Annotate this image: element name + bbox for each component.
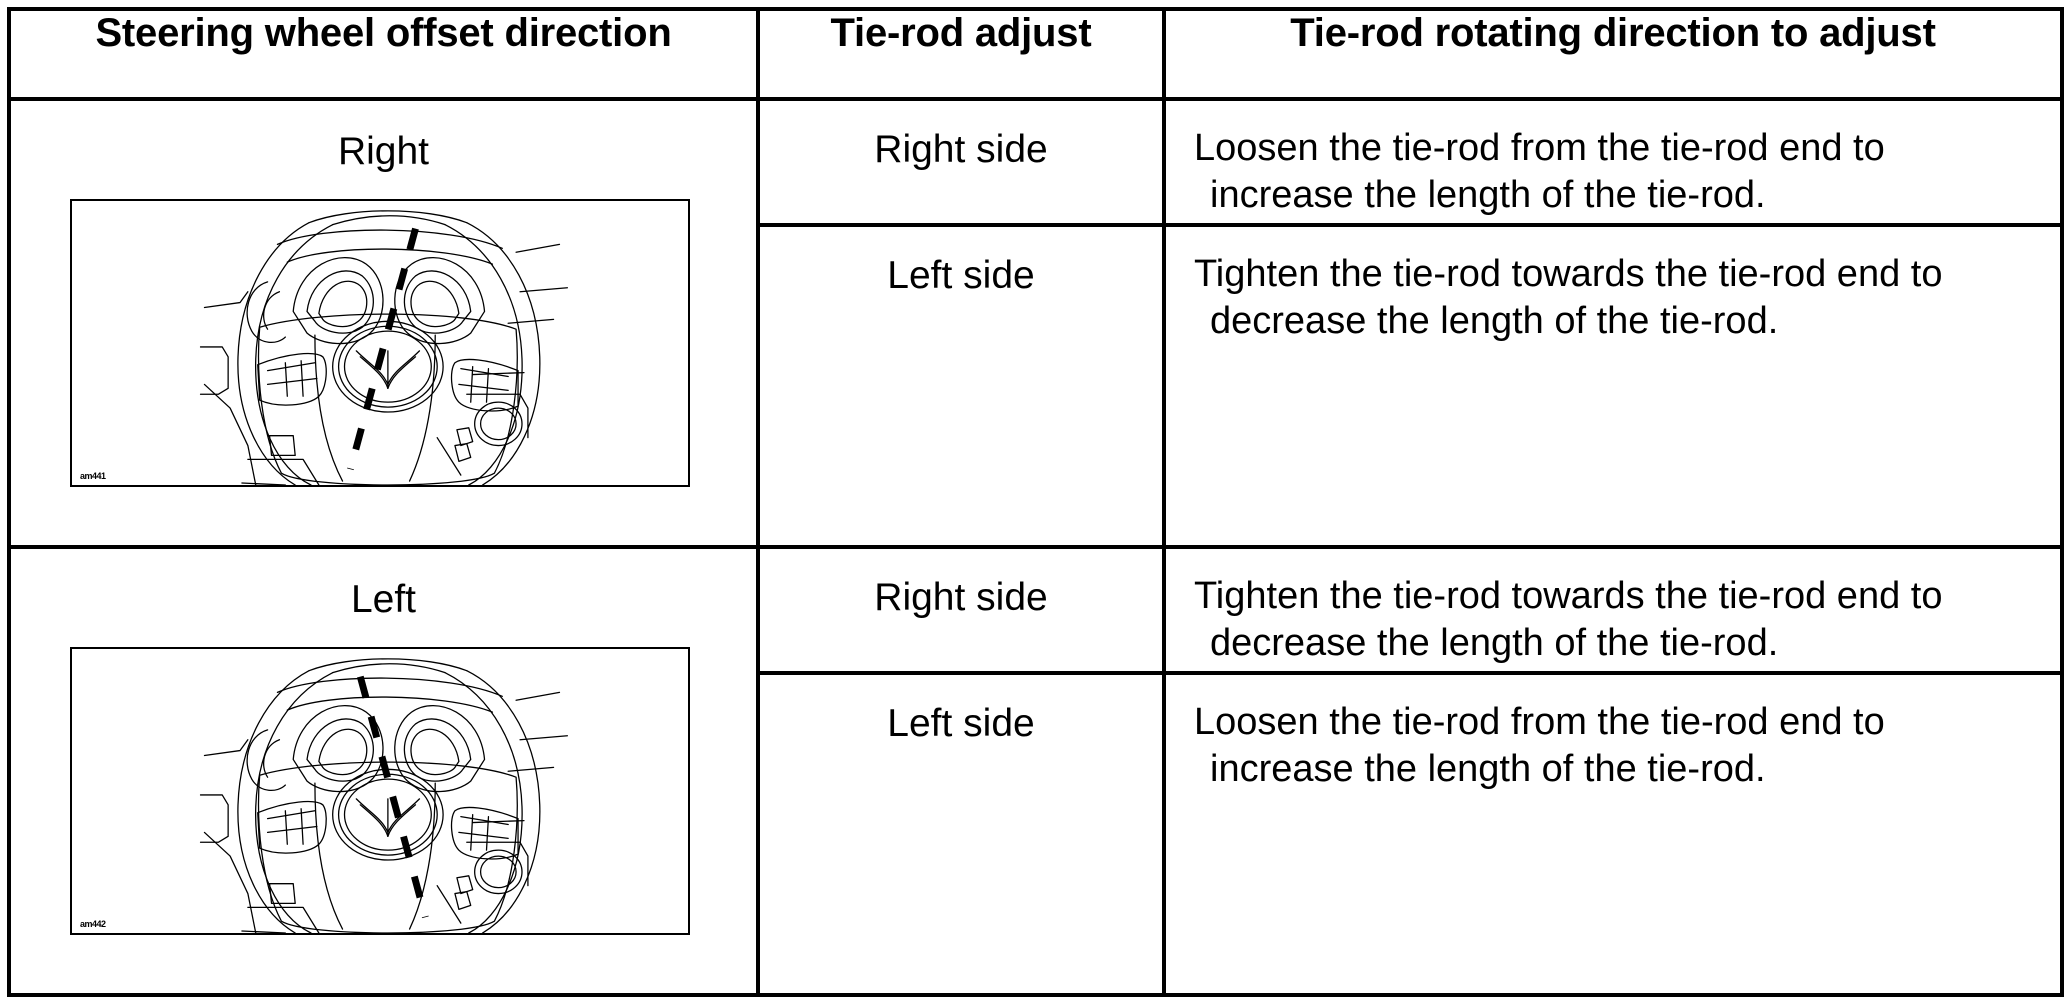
- tie-rod-rotating-description: Tighten the tie-rod towards the tie-rod …: [1166, 573, 2060, 667]
- description-line-2: decrease the length of the tie-rod.: [1210, 622, 1779, 665]
- tie-rod-rotating-description: Loosen the tie-rod from the tie-rod end …: [1166, 125, 2060, 219]
- steering-wheel-drawing-icon: [199, 658, 569, 933]
- steering-wheel-drawing-icon: [199, 210, 569, 485]
- tie-rod-side-cell: Right side: [756, 545, 1166, 675]
- offset-direction-cell-left: Left: [7, 545, 760, 997]
- tie-rod-rotating-description: Tighten the tie-rod towards the tie-rod …: [1166, 251, 2060, 345]
- description-line-2: decrease the length of the tie-rod.: [1210, 300, 1779, 343]
- offset-reference-dashed-line: [347, 227, 419, 471]
- tie-rod-rotating-description-cell: Tighten the tie-rod towards the tie-rod …: [1162, 545, 2064, 675]
- description-line-1: Tighten the tie-rod towards the tie-rod …: [1194, 575, 1943, 617]
- offset-direction-cell-right: Right: [7, 97, 760, 549]
- table-row: Right: [7, 97, 2064, 549]
- table-row: Left side Loosen the tie-rod from the ti…: [9, 671, 2064, 997]
- table-row: Left side Tighten the tie-rod towards th…: [9, 223, 2064, 549]
- tie-rod-rotating-description-cell: Loosen the tie-rod from the tie-rod end …: [1162, 97, 2064, 227]
- offset-direction-label: Left: [350, 578, 417, 621]
- tie-rod-rotating-description-cell: Tighten the tie-rod towards the tie-rod …: [1162, 223, 2064, 549]
- description-line-1: Tighten the tie-rod towards the tie-rod …: [1194, 253, 1943, 295]
- table-header-row: Steering wheel offset direction Tie-rod …: [7, 7, 2064, 101]
- description-line-2: increase the length of the tie-rod.: [1210, 174, 1766, 217]
- column-header-tie-rod-adjust: Tie-rod adjust: [756, 7, 1166, 101]
- tie-rod-side-cell: Right side: [756, 97, 1166, 227]
- illustration-wrapper: am442: [11, 646, 756, 935]
- tie-rod-side-cell: Left side: [756, 671, 1166, 997]
- illustration-wrapper: am441: [11, 198, 756, 487]
- tie-rod-side-label: Right side: [874, 128, 1048, 171]
- description-line-2: increase the length of the tie-rod.: [1210, 748, 1766, 791]
- tie-rod-side-label: Left side: [887, 702, 1035, 745]
- column-header-tie-rod-rotating-direction: Tie-rod rotating direction to adjust: [1162, 7, 2064, 101]
- tie-rod-side-label: Right side: [874, 576, 1048, 619]
- illustration-code-label: am441: [80, 470, 106, 481]
- tie-rod-side-cell: Left side: [756, 223, 1166, 549]
- tie-rod-rotating-description: Loosen the tie-rod from the tie-rod end …: [1166, 699, 2060, 793]
- offset-direction-label: Right: [337, 130, 430, 173]
- illustration-code-label: am442: [80, 918, 106, 929]
- table-row: Left: [7, 545, 2064, 997]
- tie-rod-side-label: Left side: [887, 254, 1035, 297]
- steering-wheel-illustration-left: am442: [70, 646, 690, 935]
- table-body: Right: [7, 97, 2064, 997]
- description-line-1: Loosen the tie-rod from the tie-rod end …: [1194, 701, 1885, 743]
- tie-rod-rotating-description-cell: Loosen the tie-rod from the tie-rod end …: [1162, 671, 2064, 997]
- table-header: Steering wheel offset direction Tie-rod …: [7, 7, 2064, 101]
- column-header-steering-wheel-offset-direction: Steering wheel offset direction: [7, 7, 760, 101]
- tie-rod-adjustment-table: Steering wheel offset direction Tie-rod …: [7, 7, 2064, 997]
- steering-wheel-illustration-right: am441: [70, 198, 690, 487]
- offset-reference-dashed-line: [356, 675, 429, 919]
- description-line-1: Loosen the tie-rod from the tie-rod end …: [1194, 127, 1885, 169]
